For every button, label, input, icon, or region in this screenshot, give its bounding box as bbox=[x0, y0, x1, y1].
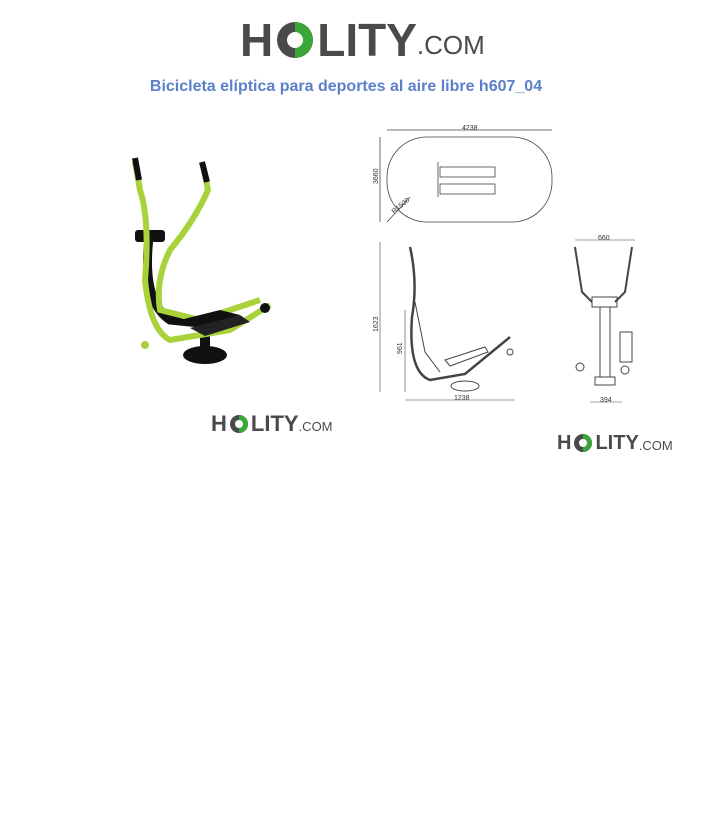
holity-o-icon bbox=[229, 415, 248, 433]
technical-drawing: 4238 3660 R1500 1623 961 1238 660 394 bbox=[373, 125, 635, 404]
front-view bbox=[574, 239, 635, 403]
holity-logo-small: H LITY .COM bbox=[557, 429, 673, 457]
dim-front-width: 660 bbox=[598, 235, 610, 242]
dim-height: 1623 bbox=[373, 316, 380, 332]
logo-letter-h: H bbox=[557, 431, 572, 454]
logo-suffix: .COM bbox=[638, 438, 673, 453]
elliptical-trainer-photo bbox=[132, 157, 272, 364]
logo-letters: LITY bbox=[595, 431, 639, 454]
holity-o-icon bbox=[277, 22, 314, 58]
holity-logo[interactable]: H LITY .COM bbox=[240, 14, 485, 66]
logo-suffix: .COM bbox=[416, 29, 485, 60]
dim-step-height: 961 bbox=[397, 342, 404, 354]
logo-letters: LITY bbox=[250, 411, 299, 436]
holity-logo-small: H LITY .COM bbox=[211, 410, 333, 438]
side-view bbox=[379, 242, 515, 401]
page-title: Bicicleta elíptica para deportes al aire… bbox=[149, 78, 543, 95]
dim-width: 4238 bbox=[462, 125, 478, 132]
logo-letter-h: H bbox=[240, 14, 274, 66]
logo-suffix: .COM bbox=[298, 419, 333, 434]
holity-o-icon bbox=[574, 434, 593, 452]
logo-letter-h: H bbox=[211, 411, 227, 436]
top-view bbox=[379, 129, 553, 223]
logo-letters: LITY bbox=[317, 14, 417, 66]
dim-length: 1238 bbox=[454, 395, 470, 402]
dim-base: 394 bbox=[600, 397, 612, 404]
dim-depth: 3660 bbox=[373, 168, 380, 184]
